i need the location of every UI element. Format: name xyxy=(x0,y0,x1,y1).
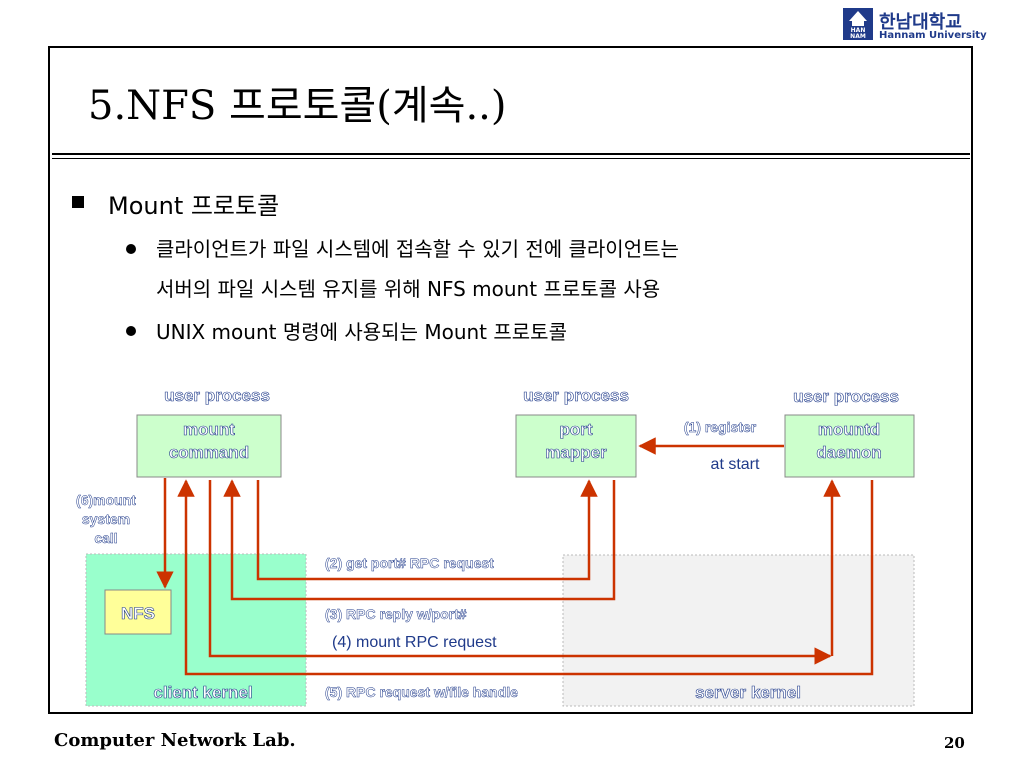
rpc-reply-arrow xyxy=(223,479,616,601)
square-bullet-icon xyxy=(72,196,84,208)
nfs-box xyxy=(104,589,172,635)
nfs-label: NFS xyxy=(121,604,155,623)
round-bullet-icon xyxy=(126,244,136,254)
round-bullet-icon xyxy=(126,326,136,336)
mount-rpc-request-label: (4) mount RPC request xyxy=(332,634,497,651)
slide-title: 5.NFS 프로토콜(계속..) xyxy=(88,83,507,129)
logo-korean-name: 한남대학교 xyxy=(879,12,962,33)
svg-text:NAM: NAM xyxy=(850,33,866,40)
title-rule xyxy=(52,153,970,155)
mount-command-box xyxy=(136,414,282,478)
sub-bullet-1-line-1: 클라이언트가 파일 시스템에 접속할 수 있기 전에 클라이언트는 xyxy=(156,237,679,261)
port-mapper-box xyxy=(515,414,637,478)
bullet-mount-protocol: Mount 프로토콜 xyxy=(108,192,280,220)
get-port-request-label: (2) get port# RPC request xyxy=(325,555,494,571)
syscall-label: (6)mount xyxy=(76,492,136,508)
file-handle-request-label: (5) RPC request w/file handle xyxy=(325,684,518,700)
logo-emblem-icon: HAN NAM xyxy=(843,8,873,40)
mount-command-label: command xyxy=(169,443,249,462)
mountd-daemon-box xyxy=(784,414,915,478)
syscall-label: call xyxy=(94,530,117,546)
server-kernel-label: server kernel xyxy=(695,683,801,702)
sub-bullet-2: UNIX mount 명령에 사용되는 Mount 프로토콜 xyxy=(156,320,567,344)
logo-english-name: Hannam University xyxy=(879,30,987,41)
client-kernel-label: client kernel xyxy=(153,683,252,702)
mountd-daemon-label: daemon xyxy=(816,443,881,462)
rpc-reply-label: (3) RPC reply w/port# xyxy=(325,606,467,622)
user-process-label: user process xyxy=(793,387,899,406)
port-mapper-label: mapper xyxy=(545,443,607,462)
file-handle-request-arrow xyxy=(177,479,874,676)
port-mapper-label: port xyxy=(559,420,592,439)
svg-text:HAN: HAN xyxy=(851,27,866,34)
footer-lab-name: Computer Network Lab. xyxy=(54,730,296,751)
page-number: 20 xyxy=(944,734,965,752)
at-start-label: at start xyxy=(711,456,760,473)
university-logo: HAN NAM 한남대학교 Hannam University xyxy=(843,6,993,46)
syscall-label: system xyxy=(82,511,130,527)
sub-bullet-1-line-2: 서버의 파일 시스템 유지를 위해 NFS mount 프로토콜 사용 xyxy=(156,277,661,301)
user-process-label: user process xyxy=(164,386,270,405)
register-label: (1) register xyxy=(684,419,757,435)
mountd-daemon-label: mountd xyxy=(818,420,880,439)
title-rule-thin xyxy=(52,158,970,159)
get-port-request-arrow xyxy=(256,479,598,581)
slide-frame xyxy=(48,46,973,714)
mount-command-label: mount xyxy=(183,420,235,439)
server-kernel-region xyxy=(562,554,915,707)
user-process-label: user process xyxy=(523,386,629,405)
mount-rpc-request-arrow xyxy=(208,480,832,665)
